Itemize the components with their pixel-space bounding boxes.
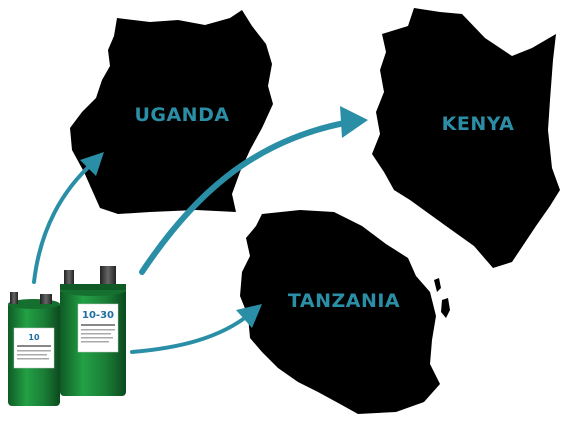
small-tank-fitting-right [40, 294, 52, 304]
kenya-map: KENYA [372, 8, 560, 268]
product-tanks: 10 10-30 [8, 266, 126, 406]
kenya-label: KENYA [442, 113, 515, 135]
large-tank-fitting-left [64, 270, 74, 290]
uganda-map: UGANDA [70, 10, 273, 214]
tanzania-label: TANZANIA [288, 290, 400, 312]
small-tank-label-number: 10 [28, 333, 40, 342]
large-tank-label-panel [77, 303, 119, 353]
tanzania-shape [240, 210, 440, 414]
arrow-to-kenya-head [340, 106, 368, 138]
arrow-to-uganda-head [80, 152, 104, 176]
kenya-shape [372, 8, 560, 268]
tanzania-map: TANZANIA [240, 210, 450, 414]
small-tank: 10 [8, 292, 60, 406]
arrow-to-tanzania-head [236, 304, 262, 328]
small-tank-label-panel [13, 327, 55, 369]
uganda-label: UGANDA [134, 104, 229, 126]
zanzibar-island [441, 298, 450, 318]
pemba-island [434, 278, 441, 292]
arrow-to-uganda [32, 160, 96, 284]
small-tank-fitting-left [10, 292, 18, 304]
large-tank-label-number: 10-30 [82, 310, 114, 321]
arrow-to-kenya [139, 119, 353, 275]
large-tank: 10-30 [60, 266, 126, 396]
arrow-to-tanzania [130, 312, 252, 354]
uganda-shape [70, 10, 273, 214]
arrows [32, 106, 368, 354]
